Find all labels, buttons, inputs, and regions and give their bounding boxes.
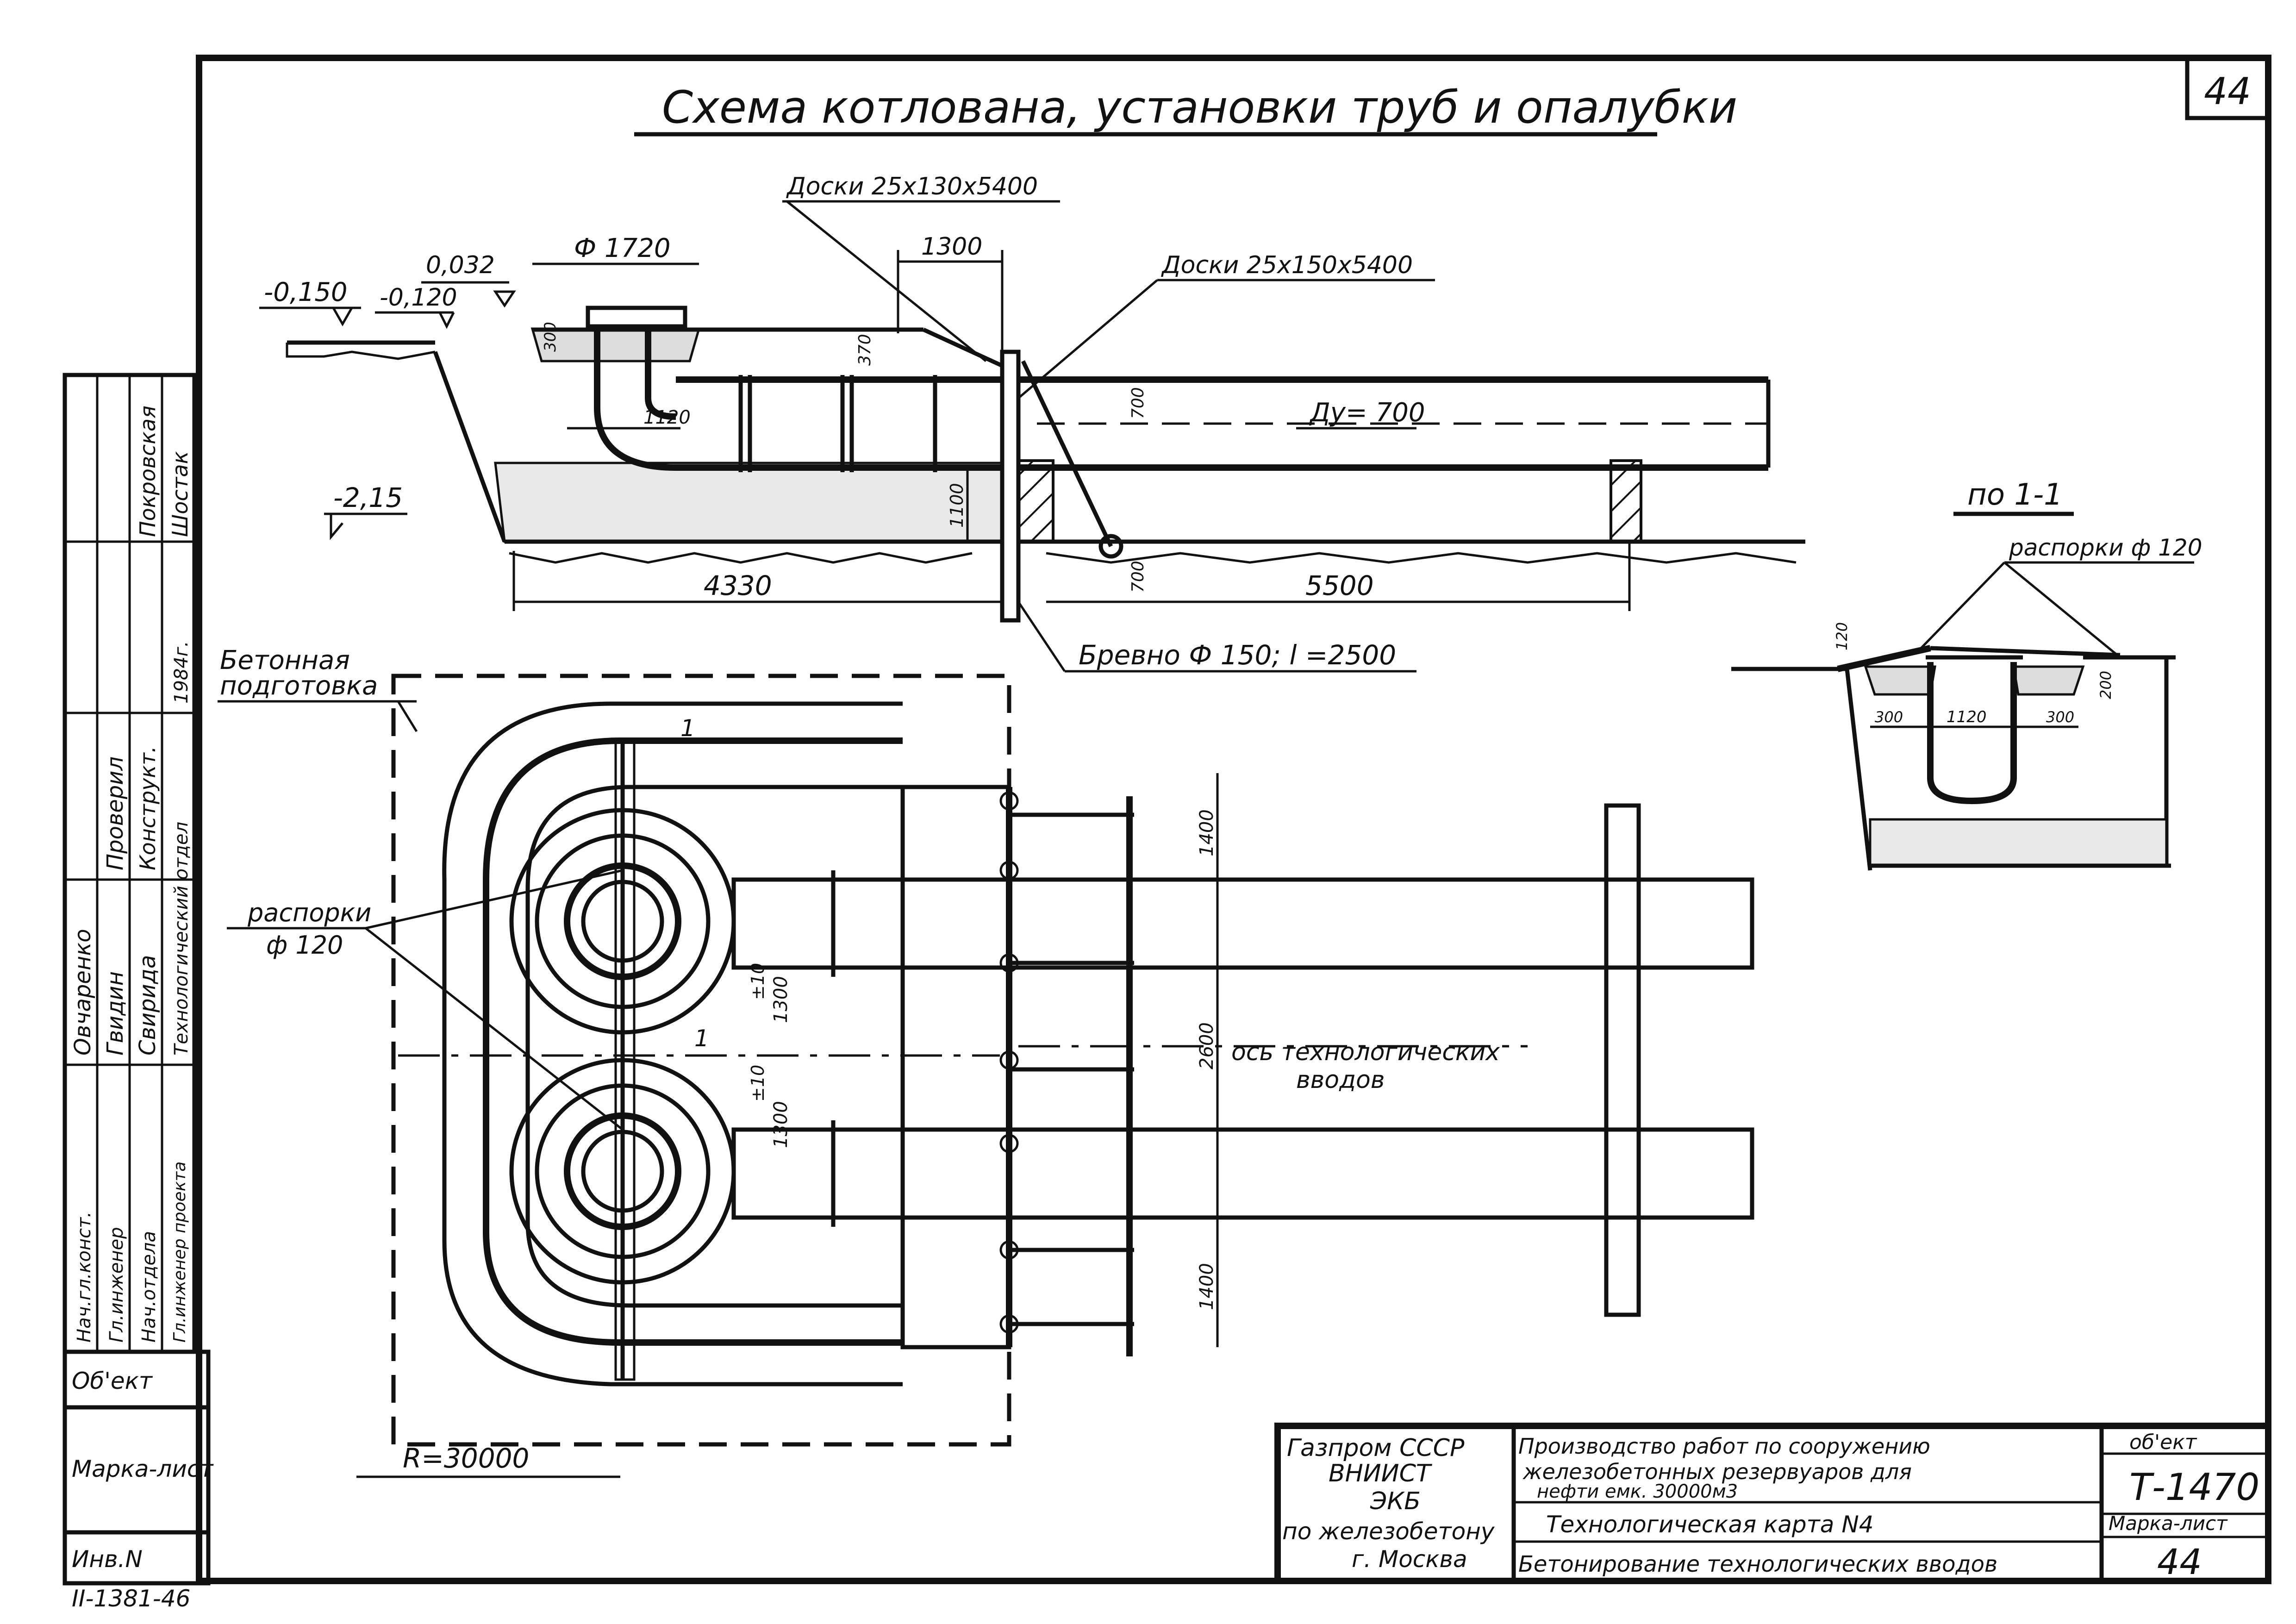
org-5: г. Москва (1352, 1546, 1467, 1573)
elevation-view: -0,150 -0,120 0,032 -2,15 Ф 1720 1300 До… (259, 173, 1805, 673)
dim-300: 300 (541, 322, 560, 352)
concrete-label-1: Бетонная (220, 645, 350, 675)
title-block: Газпром СССР ВНИИСТ ЭКБ по железобетону … (1274, 1423, 2271, 1584)
sec-dim-300-left: 300 (1875, 708, 1903, 726)
approver-1: Покровская (135, 406, 160, 537)
role-3: Нач.отдела (138, 1231, 160, 1343)
name-3: Свирида (135, 955, 161, 1056)
page-number: 44 (2204, 70, 2251, 113)
dim-1300-b: 1300 (770, 1101, 792, 1148)
dim-700a: 700 (1129, 387, 1148, 419)
checked-label: Проверил (102, 756, 128, 870)
constructor-label: Конструкт. (135, 746, 160, 870)
org-2: ВНИИСТ (1329, 1460, 1433, 1487)
section-mark-top: 1 (680, 715, 695, 742)
sec-dim-120: 120 (1833, 622, 1851, 650)
tol-a: ±10 (748, 963, 768, 1000)
drawing-title: Схема котлована, установки труб и опалуб… (634, 81, 1737, 137)
mark-label: Марка-лист (2109, 1512, 2228, 1535)
dim-1300-top: 1300 (921, 233, 982, 261)
level-1: -0,150 (264, 277, 348, 307)
dim-1400-bottom: 1400 (1196, 1263, 1217, 1310)
signature-stamp: Нач.гл.конст. Гл.инженер Нач.отдела Гл.и… (62, 373, 214, 1612)
desc-2: железобетонных резервуаров для (1522, 1459, 1912, 1484)
dim-2600: 2600 (1196, 1022, 1217, 1069)
axis-label-1: ось технологических (1231, 1038, 1500, 1066)
strut-label-1: распорки (247, 898, 371, 927)
level-bottom: -2,15 (333, 482, 403, 513)
org-4: по железобетону (1282, 1518, 1495, 1545)
stamp-mark-sheet: Марка-лист (72, 1455, 214, 1482)
approver-2: Шостак (168, 451, 193, 537)
dim-370: 370 (855, 334, 874, 366)
name-1: Овчаренко (70, 929, 96, 1056)
org-3: ЭКБ (1370, 1487, 1421, 1515)
stamp-inv: Инв.N (72, 1546, 143, 1573)
dim-4330: 4330 (704, 570, 772, 601)
org-1: Газпром СССР (1287, 1434, 1465, 1462)
section-title: по 1-1 (1967, 478, 2063, 512)
subject: Бетонирование технологических вводов (1518, 1551, 1997, 1577)
title-text: Схема котлована, установки труб и опалуб… (662, 81, 1737, 133)
board-label-2: Доски 25х150х5400 (1161, 251, 1413, 279)
sec-dim-300-right: 300 (2046, 708, 2074, 726)
pipe-diameter: Ф 1720 (574, 233, 671, 263)
card: Технологическая карта N4 (1546, 1511, 1874, 1538)
object-label: об'ект (2129, 1430, 2197, 1454)
dim-1400-top: 1400 (1196, 809, 1217, 856)
section-1-1: по 1-1 распорки ф 120 120 300 1120 300 2… (1731, 478, 2202, 871)
desc-3: нефти емк. 30000м3 (1537, 1481, 1738, 1502)
stamp-object: Об'ект (72, 1368, 153, 1394)
sec-dim-1120: 1120 (1947, 708, 1987, 726)
role-1: Нач.гл.конст. (74, 1212, 95, 1343)
radius-label: R=30000 (403, 1443, 529, 1474)
role-2: Гл.инженер (106, 1227, 127, 1343)
name-2: Гвидин (102, 971, 128, 1056)
dim-700b: 700 (1129, 561, 1148, 593)
dim-1100: 1100 (947, 483, 967, 528)
board-label-1: Доски 25х130х5400 (786, 173, 1038, 200)
level-2: -0,120 (380, 284, 457, 312)
strut-label-2: ф 120 (266, 931, 343, 960)
desc-1: Производство работ по сооружению (1518, 1434, 1930, 1459)
level-3: 0,032 (426, 251, 495, 279)
role-4: Гл.инженер проекта (170, 1162, 189, 1343)
dim-5500: 5500 (1305, 570, 1374, 601)
sheet-frame: 44 (196, 55, 2271, 1584)
axis-label-2: вводов (1296, 1066, 1385, 1094)
dim-1300-a: 1300 (770, 976, 792, 1023)
mark-value: 44 (2157, 1541, 2202, 1582)
concrete-label-2: подготовка (220, 671, 378, 701)
plan-view: Бетонная подготовка распорки ф 120 ось т… (218, 645, 1754, 1478)
tol-b: ±10 (748, 1065, 768, 1102)
pipe-label: Ду= 700 (1309, 398, 1425, 428)
stamp-code: II-1381-46 (72, 1585, 190, 1612)
role-5: Технологический отдел (171, 822, 192, 1056)
date: 1984г. (171, 641, 192, 704)
section-mark-bottom: 1 (694, 1025, 709, 1052)
section-strut-label: распорки ф 120 (2009, 534, 2202, 561)
dim-1120: 1120 (643, 407, 691, 428)
object-value: Т-1470 (2129, 1466, 2259, 1509)
log-label: Бревно Ф 150; l =2500 (1079, 639, 1396, 671)
sec-dim-200: 200 (2097, 671, 2115, 699)
